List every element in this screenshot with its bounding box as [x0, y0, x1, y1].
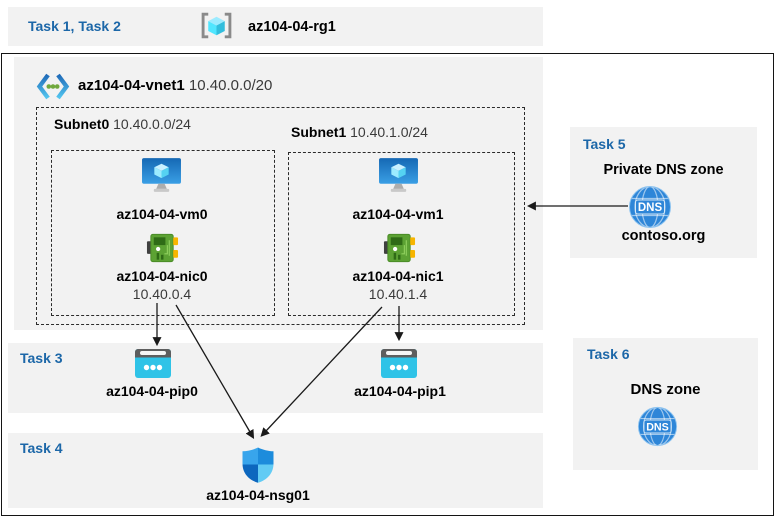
- vnet-box: [14, 57, 543, 330]
- subnet1-name: Subnet1: [291, 124, 347, 140]
- vm0-label: az104-04-vm0: [116, 206, 208, 222]
- public-ip-icon: [134, 348, 172, 379]
- public-ip-icon: [380, 348, 418, 379]
- dns-globe-icon: DNS: [628, 185, 672, 229]
- resource-group-name: az104-04-rg1: [248, 19, 336, 35]
- subnet1-cidr: 10.40.1.0/24: [350, 124, 428, 140]
- nsg-shield-icon: [241, 446, 275, 484]
- task5-label: Task 5: [583, 136, 626, 152]
- svg-text:DNS: DNS: [646, 421, 669, 433]
- virtual-network-icon: [36, 71, 70, 102]
- svg-text:DNS: DNS: [638, 202, 663, 214]
- pip0-label: az104-04-pip0: [106, 383, 198, 399]
- nic0-ip: 10.40.0.4: [132, 286, 192, 302]
- subnet0-name: Subnet0: [54, 116, 110, 132]
- task3-band: [8, 343, 543, 413]
- nic1-ip: 10.40.1.4: [368, 286, 428, 302]
- private-dns-zone-name: contoso.org: [621, 228, 706, 244]
- subnet0-cidr: 10.40.0.0/24: [113, 116, 191, 132]
- subnet1-box: [288, 152, 515, 316]
- nic1-label: az104-04-nic1: [352, 268, 444, 284]
- private-dns-zone-title: Private DNS zone: [603, 162, 724, 178]
- task4-label: Task 4: [20, 440, 63, 456]
- task6-box: [573, 338, 758, 470]
- subnet1-label: Subnet1 10.40.1.0/24: [291, 124, 428, 140]
- nsg-label: az104-04-nsg01: [206, 487, 310, 503]
- task-1-2-label: Task 1, Task 2: [28, 18, 121, 34]
- vm-icon: [141, 157, 182, 194]
- task3-label: Task 3: [20, 350, 63, 366]
- subnet0-label: Subnet0 10.40.0.0/24: [54, 116, 191, 132]
- nic-icon: [383, 232, 416, 264]
- nic-icon: [146, 232, 179, 264]
- vnet-title: az104-04-vnet1 10.40.0.0/20: [78, 77, 272, 94]
- resource-group-icon: [200, 12, 233, 39]
- task6-label: Task 6: [587, 346, 630, 362]
- dns-globe-icon: DNS: [637, 406, 678, 447]
- subnet0-box: [51, 150, 275, 316]
- pip1-label: az104-04-pip1: [354, 383, 446, 399]
- diagram-outer-border: [1, 53, 774, 516]
- dns-zone-title: DNS zone: [630, 381, 701, 398]
- vnet-name: az104-04-vnet1: [78, 77, 185, 94]
- task4-band: [8, 433, 543, 508]
- resource-group-band: [8, 7, 543, 46]
- vm-icon: [378, 157, 419, 194]
- nic0-label: az104-04-nic0: [116, 268, 208, 284]
- vm1-label: az104-04-vm1: [352, 206, 444, 222]
- vnet-cidr: 10.40.0.0/20: [188, 77, 273, 94]
